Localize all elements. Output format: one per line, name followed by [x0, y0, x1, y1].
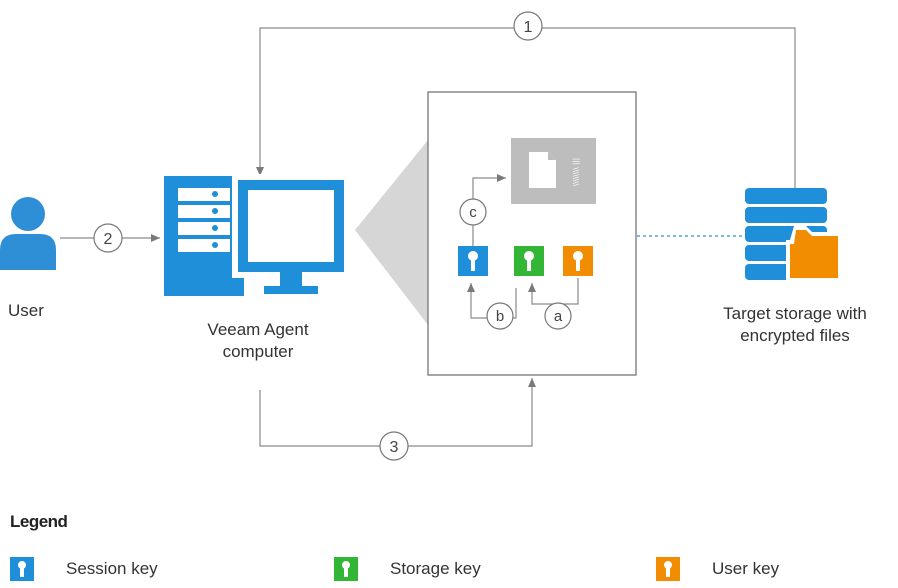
step-a-badge: a	[544, 302, 572, 330]
agent-label-line2: computer	[222, 342, 294, 361]
legend-label-session-key: Session key	[66, 559, 158, 578]
step-b-badge: b	[486, 302, 514, 330]
step-3-label: 3	[390, 439, 399, 456]
storage-key-icon	[514, 246, 544, 276]
storage-label-line2: encrypted files	[740, 326, 850, 345]
legend-label-user-key: User key	[712, 559, 780, 578]
encrypted-file-icon: \\\\\\\\ |||	[511, 138, 596, 204]
user-icon	[0, 197, 56, 270]
legend-title: Legend	[10, 512, 68, 531]
file-caption: \\\\\\\\ |||	[572, 158, 580, 186]
storage-key-legend-icon	[334, 557, 358, 581]
detail-box	[427, 91, 637, 376]
zoom-shadow	[355, 140, 428, 325]
user-key-icon	[563, 246, 593, 276]
session-key-icon	[458, 246, 488, 276]
user-key-legend-icon	[656, 557, 680, 581]
step-b-label: b	[496, 308, 504, 325]
user-label: User	[8, 301, 44, 320]
step-3-badge: 3	[379, 431, 409, 461]
step-a-label: a	[554, 308, 563, 325]
flow-line-c	[472, 174, 506, 258]
legend-label-storage-key: Storage key	[390, 559, 481, 578]
session-key-legend-icon	[10, 557, 34, 581]
agent-label-line1: Veeam Agent	[207, 320, 309, 339]
step-c-label: c	[469, 204, 477, 221]
step-c-badge: c	[459, 198, 487, 226]
step-1-label: 1	[524, 19, 533, 36]
storage-label-line1: Target storage with	[723, 304, 867, 323]
computer-icon	[164, 174, 350, 296]
step-1-badge: 1	[513, 11, 543, 41]
folder-icon	[786, 226, 842, 282]
step-2-badge: 2	[93, 223, 123, 253]
step-2-label: 2	[104, 231, 113, 248]
